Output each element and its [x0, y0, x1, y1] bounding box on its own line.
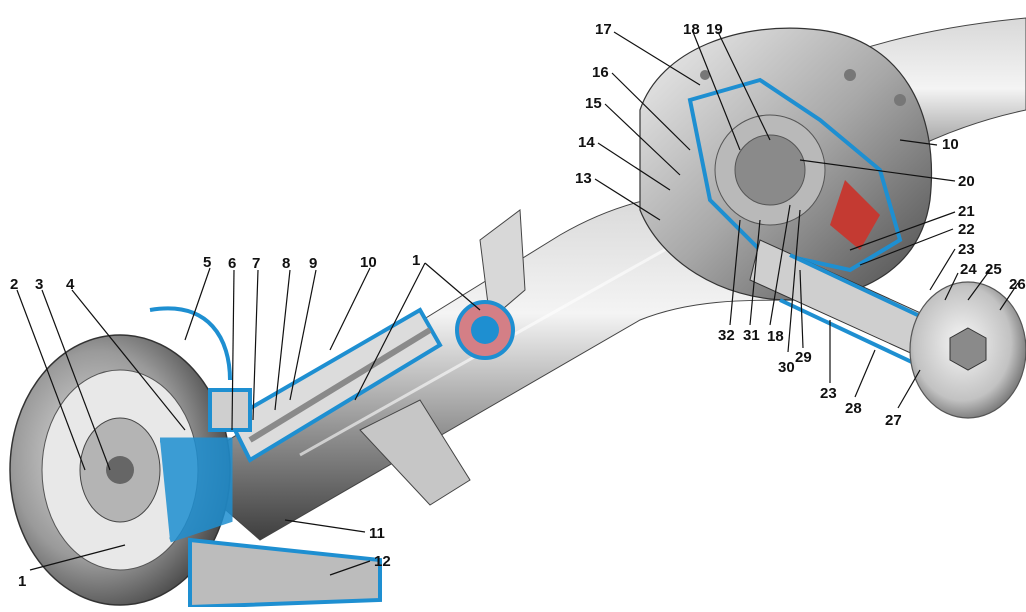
callout-15: 15: [585, 95, 602, 112]
callout-22: 22: [958, 221, 975, 238]
callout-17: 17: [595, 21, 612, 38]
callout-19: 19: [706, 21, 723, 38]
differential-housing: [639, 27, 933, 301]
callout-7: 7: [252, 255, 260, 272]
callout-14: 14: [578, 134, 595, 151]
callout-2: 2: [10, 276, 18, 293]
half-shaft-cutaway: [227, 307, 443, 463]
callout-25: 25: [985, 261, 1002, 278]
brake-backing-plate: [188, 537, 382, 610]
callout-27: 27: [885, 412, 902, 429]
callout-32: 32: [718, 327, 735, 344]
callout-23-bottom: 23: [820, 385, 837, 402]
callout-16: 16: [592, 64, 609, 81]
callout-28: 28: [845, 400, 862, 417]
callout-10-right: 10: [942, 136, 959, 153]
callout-29: 29: [795, 349, 812, 366]
callout-31: 31: [743, 327, 760, 344]
brake-drum: [9, 306, 252, 606]
callout-4: 4: [66, 276, 75, 293]
callout-3: 3: [35, 276, 43, 293]
callout-11: 11: [369, 525, 385, 542]
callout-8: 8: [282, 255, 290, 272]
callout-12: 12: [374, 553, 391, 570]
lower-bracket: [359, 399, 471, 506]
callout-18-bottom: 18: [767, 328, 784, 345]
callout-10-left: 10: [360, 254, 377, 271]
callout-1-upper: 1: [412, 252, 420, 269]
callout-21: 21: [958, 203, 975, 220]
callout-6: 6: [228, 255, 236, 272]
spring-bracket: [455, 209, 526, 360]
callout-20: 20: [958, 173, 975, 190]
callout-26: 26: [1009, 276, 1026, 293]
callout-23-top: 23: [958, 241, 975, 258]
callout-5: 5: [203, 254, 211, 271]
callout-18-top: 18: [683, 21, 700, 38]
callout-13: 13: [575, 170, 592, 187]
leader-lines: [16, 31, 1019, 576]
right-shaft-assembly: [749, 239, 1026, 419]
callout-24: 24: [960, 261, 977, 278]
callout-9: 9: [309, 255, 317, 272]
callout-30: 30: [778, 359, 795, 376]
callout-1-lower: 1: [18, 573, 26, 590]
callout-labels: 1 1 2 3 4 5 6 7 8 9 10 10 11 12 13 14 15…: [10, 21, 1026, 590]
